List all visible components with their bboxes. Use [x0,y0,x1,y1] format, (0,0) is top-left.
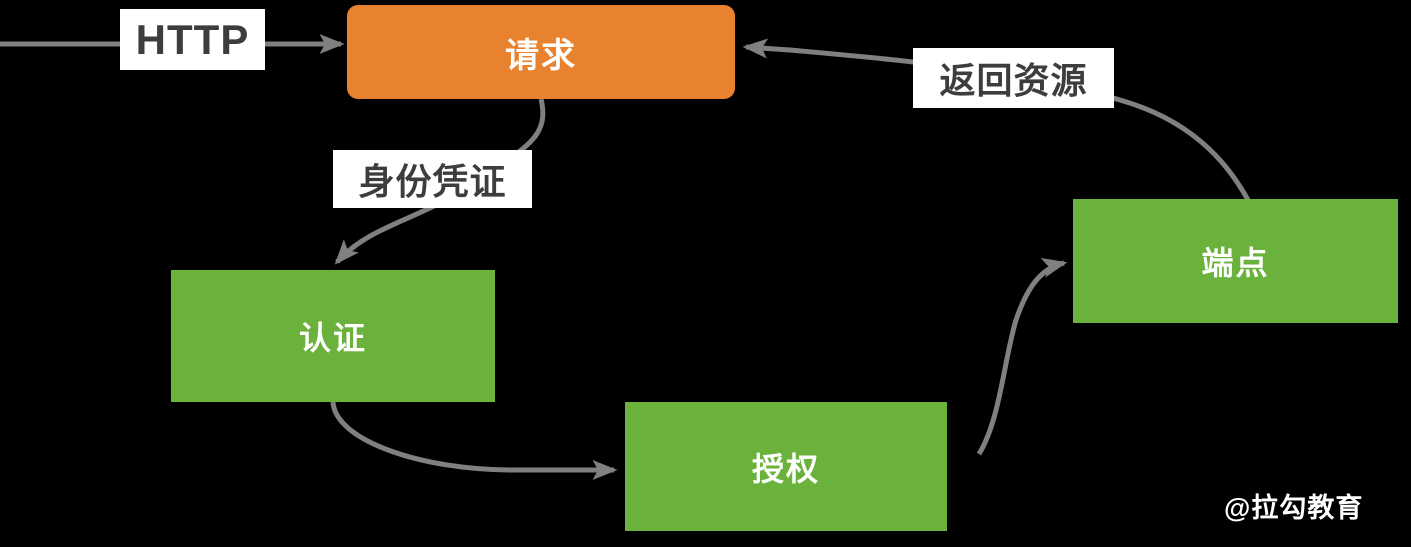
node-request[interactable]: 请求 [347,5,735,99]
node-request-label: 请求 [505,36,577,75]
edge-label-credential-text: 身份凭证 [358,161,507,202]
edge-authorization-to-endpoint [976,258,1068,456]
node-authentication[interactable]: 认证 [171,270,495,402]
edge-label-return-resource: 返回资源 [913,48,1114,108]
node-authorization-label: 授权 [751,450,820,487]
edge-label-http: HTTP [120,9,265,70]
edge-label-credential: 身份凭证 [333,150,532,208]
watermark: @拉勾教育 [1224,486,1363,525]
node-endpoint[interactable]: 端点 [1073,199,1398,323]
watermark-text: @拉勾教育 [1224,493,1364,523]
node-authorization[interactable]: 授权 [625,402,947,531]
node-endpoint-label: 端点 [1201,245,1270,281]
node-authentication-label: 认证 [298,320,367,356]
edge-authentication-to-authorization [330,401,618,480]
edge-label-return-resource-text: 返回资源 [939,60,1088,101]
edge-label-http-text: HTTP [135,15,250,63]
